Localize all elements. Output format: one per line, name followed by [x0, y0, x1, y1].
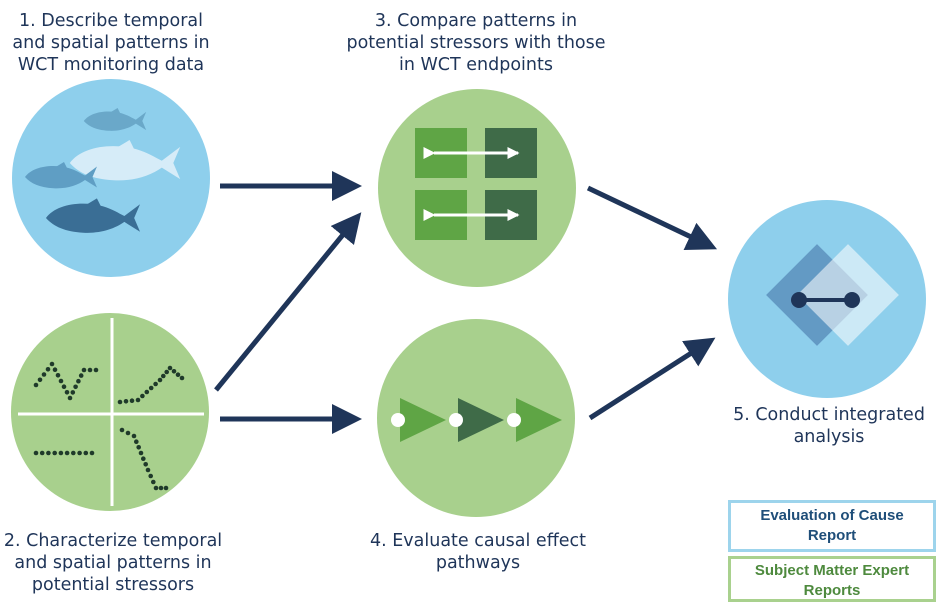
- scatter-dot: [78, 373, 84, 378]
- scatter-dot: [33, 450, 39, 456]
- scatter-dot: [67, 395, 73, 401]
- scatter-dot: [123, 399, 129, 404]
- scatter-dot: [141, 456, 146, 462]
- scatter-dot: [131, 433, 137, 439]
- scatter-dot: [158, 485, 164, 491]
- scatter-dot: [39, 450, 45, 456]
- scatter-dot: [163, 485, 169, 491]
- scatter-dot: [64, 390, 70, 395]
- scatter-dot: [76, 378, 81, 384]
- scatter-dot: [161, 373, 166, 379]
- compare-arrows-icon: [415, 128, 537, 240]
- scatter-dot: [55, 373, 61, 378]
- step4-label: 4. Evaluate causal effect pathways: [369, 531, 587, 573]
- scatter-dot: [45, 367, 51, 372]
- scatter-dot: [58, 450, 64, 456]
- scatter-dot: [46, 450, 51, 456]
- arrow-4-to-5: [588, 337, 716, 421]
- scatter-dot: [33, 382, 39, 388]
- step1-circle: [12, 79, 210, 277]
- scatter-dot: [64, 450, 70, 456]
- scatter-dot: [129, 398, 135, 404]
- step3-label: 3. Compare patterns in potential stresso…: [346, 11, 606, 75]
- triangle-pathway-icon: [391, 398, 562, 442]
- scatter-dot: [73, 384, 78, 390]
- scatter-dot: [70, 390, 76, 395]
- scatter-dot: [136, 445, 141, 450]
- scatter-dot: [135, 397, 141, 403]
- scatter-dot: [143, 462, 148, 467]
- scatter-dot: [175, 372, 181, 378]
- arrow-2-to-3: [214, 212, 362, 392]
- step5-circle: [728, 200, 926, 398]
- flow-arrows: [214, 171, 718, 434]
- scatter-dot: [83, 450, 89, 456]
- scatter-dot: [179, 375, 185, 381]
- scatter-dot: [144, 389, 150, 395]
- scatter-dot: [117, 399, 123, 405]
- step4-circle: [377, 319, 575, 517]
- scatter-dot: [138, 450, 144, 456]
- scatter-dot: [61, 384, 67, 390]
- scatter-dot: [145, 467, 151, 473]
- scatter-dot: [157, 377, 163, 383]
- scatter-dot: [148, 473, 153, 479]
- step5-label: 5. Conduct integrated analysis: [733, 405, 925, 447]
- step2-circle: [11, 313, 209, 511]
- scatter-dot: [125, 430, 131, 436]
- step1-label: 1. Describe temporal and spatial pattern…: [12, 11, 210, 75]
- scatter-dot: [37, 377, 43, 383]
- scatter-dot: [140, 393, 145, 399]
- scatter-dot: [153, 381, 158, 387]
- scatter-dot: [164, 369, 169, 375]
- legend-evaluation-of-cause: Evaluation of Cause Report: [728, 500, 936, 552]
- scatter-dot: [41, 372, 47, 377]
- scatter-dot: [153, 485, 159, 491]
- scatter-dot: [52, 450, 57, 456]
- scatter-dot: [49, 361, 55, 367]
- scatter-dot: [171, 369, 177, 374]
- scatter-dot: [167, 365, 173, 371]
- scatter-dot: [119, 427, 125, 433]
- legend-subject-matter-expert: Subject Matter Expert Reports: [728, 556, 936, 602]
- scatter-dot: [148, 385, 154, 391]
- scatter-dot: [134, 439, 139, 445]
- scatter-dot: [81, 367, 87, 373]
- scatter-dot: [77, 450, 82, 456]
- arrow-3-to-5: [586, 185, 718, 250]
- scatter-dot: [89, 450, 95, 456]
- scatter-dot: [151, 479, 156, 485]
- scatter-dot: [58, 378, 64, 384]
- scatter-dot: [52, 367, 58, 373]
- step2-label: 2. Characterize temporal and spatial pat…: [3, 531, 223, 595]
- scatter-dot: [71, 450, 76, 456]
- step3-circle: [378, 89, 576, 287]
- scatter-dot: [87, 367, 93, 373]
- scatter-quadrant-icon: [18, 318, 204, 506]
- scatter-dot: [93, 367, 99, 373]
